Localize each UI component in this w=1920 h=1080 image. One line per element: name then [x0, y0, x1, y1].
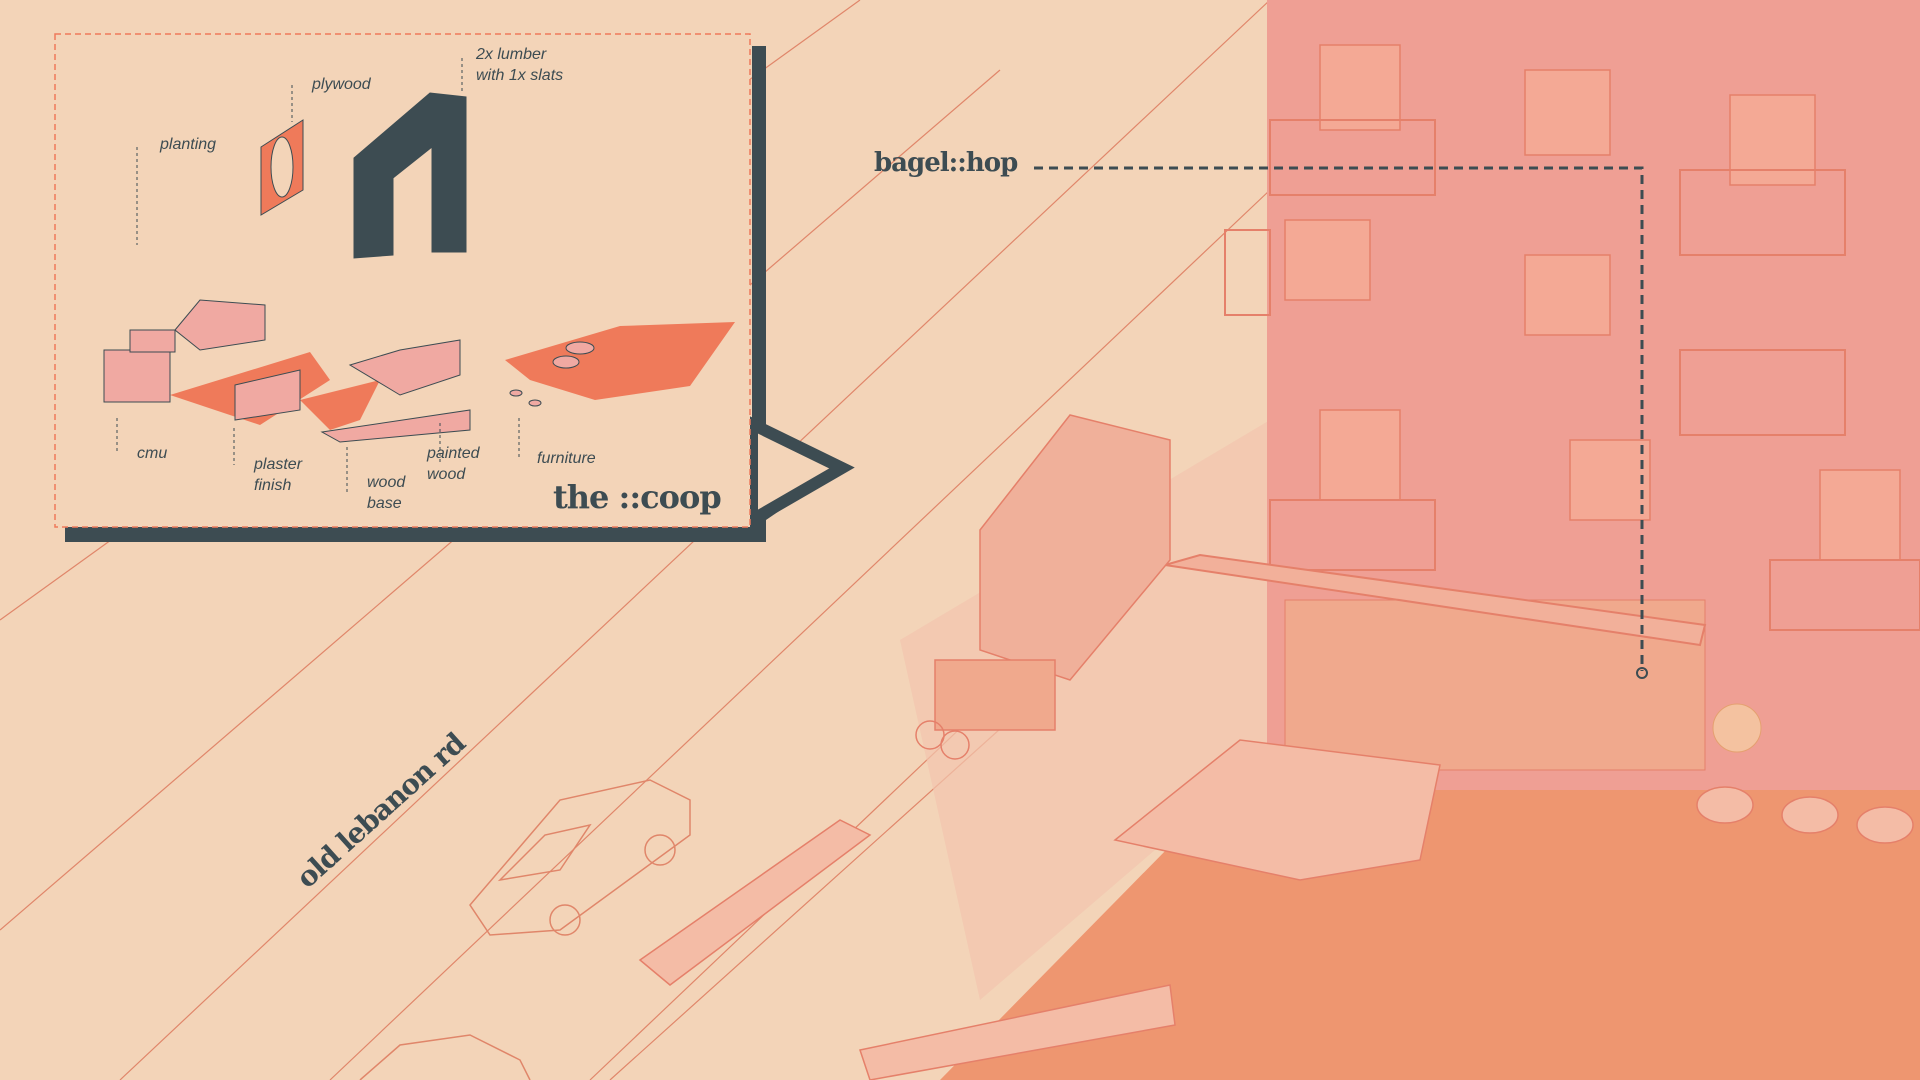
inset-callout-arrow	[746, 414, 855, 531]
label-plaster-finish: plaster finish	[254, 456, 303, 494]
bagel-shop-leader	[1034, 166, 1644, 671]
label-planting: planting	[160, 136, 217, 153]
bagel-shop-label: bagel::hop	[874, 148, 1018, 178]
label-lumber: 2x lumber with 1x slats	[476, 46, 564, 84]
inset-frame-side	[752, 46, 766, 428]
balconies	[1224, 119, 1920, 631]
bagel-shop-leader-dot	[1636, 667, 1648, 679]
label-plywood: plywood	[312, 76, 371, 93]
canopy	[1164, 553, 1707, 647]
label-painted-wood: painted wood	[427, 445, 480, 483]
furniture-pieces	[509, 341, 595, 407]
cmu-blocks	[103, 299, 471, 443]
lumber-slats	[353, 92, 467, 259]
coop-structure	[915, 414, 1171, 760]
leader-lines	[116, 58, 520, 495]
label-furniture: furniture	[537, 450, 596, 467]
label-cmu: cmu	[137, 445, 168, 462]
building-windows	[1284, 44, 1901, 561]
inset-title: the ::coop	[553, 478, 722, 516]
exploded-axon	[103, 58, 735, 495]
bagel-shop-logo	[1712, 703, 1762, 753]
plaza-ground	[940, 790, 1920, 1080]
planters	[638, 739, 1914, 1080]
taxi	[469, 779, 691, 936]
label-wood-base: wood base	[367, 474, 406, 512]
car	[359, 1034, 531, 1080]
